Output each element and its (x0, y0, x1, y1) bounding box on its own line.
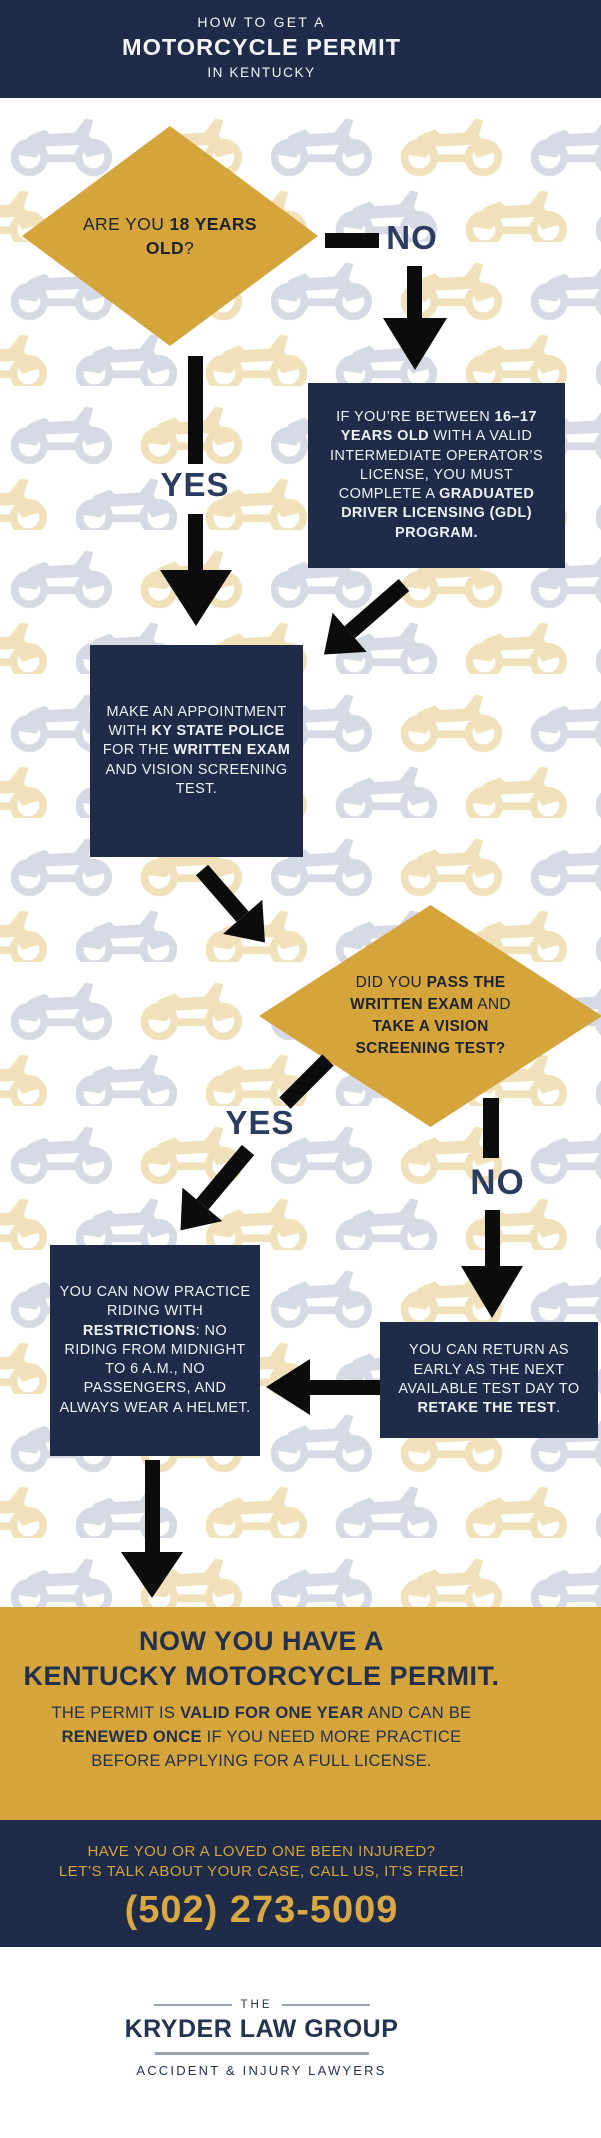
logo-left-line (153, 2004, 232, 2006)
result-title-line1: NOW YOU HAVE A (138, 1626, 385, 1656)
box-gdl-text: IF YOU’RE BETWEEN 16–17 YEARS OLD WITH A… (329, 409, 544, 541)
box-gdl-program: IF YOU’RE BETWEEN 16–17 YEARS OLD WITH A… (308, 383, 565, 568)
arrow-no-age-head (383, 318, 447, 370)
label-no-exam: NO (470, 1163, 525, 1202)
logo-right-line (281, 2004, 370, 2006)
logo-the: THE (240, 1999, 273, 2011)
label-yes-age: YES (160, 466, 230, 503)
arrow-yes-age-head (160, 570, 232, 626)
logo-the-row: THE (153, 1999, 370, 2011)
cta-line-1: HAVE YOU OR A LOVED ONE BEEN INJURED? (87, 1843, 436, 1860)
page-title: MOTORCYCLE PERMIT (122, 34, 401, 60)
label-no-age: NO (386, 219, 438, 256)
box-retake: YOU CAN RETURN AS EARLY AS THE NEXT AVAI… (380, 1322, 598, 1438)
connector-yes-age-bar (188, 356, 203, 464)
logo-divider (154, 2052, 369, 2055)
arrow-to-result-shaft (145, 1460, 160, 1554)
label-yes-exam: YES (225, 1104, 295, 1141)
header: HOW TO GET A MOTORCYCLE PERMIT IN KENTUC… (0, 0, 601, 98)
arrow-retake-to-restrictions-shaft (310, 1380, 380, 1395)
arrow-no-exam-shaft (485, 1210, 500, 1268)
arrow-retake-to-restrictions-head (266, 1359, 310, 1415)
result-section: NOW YOU HAVE A KENTUCKY MOTORCYCLE PERMI… (0, 1607, 601, 1820)
result-title-line2: KENTUCKY MOTORCYCLE PERMIT. (23, 1660, 500, 1691)
footer: THE KRYDER LAW GROUP ACCIDENT & INJURY L… (0, 1947, 601, 2138)
arrow-no-exam-head (461, 1266, 523, 1318)
decision-age-text: ARE YOU 18 YEARS OLD? (82, 213, 258, 259)
result-title: NOW YOU HAVE A KENTUCKY MOTORCYCLE PERMI… (0, 1624, 523, 1693)
arrow-no-age-shaft (407, 266, 422, 320)
phone-number: (502) 273-5009 (124, 1888, 399, 1931)
box-restrictions-text: YOU CAN NOW PRACTICE RIDING WITH RESTRIC… (59, 1284, 251, 1416)
box-appointment: MAKE AN APPOINTMENT WITH KY STATE POLICE… (90, 645, 303, 857)
kryder-law-group-logo: THE KRYDER LAW GROUP ACCIDENT & INJURY L… (0, 1999, 523, 2078)
connector-no-exam-bar (483, 1098, 499, 1158)
arrow-to-result-head (121, 1552, 183, 1598)
decision-exam-text: DID YOU PASS THE WRITTEN EXAM AND TAKE A… (350, 974, 511, 1057)
logo-name: KRYDER LAW GROUP (124, 2015, 399, 2043)
cta-section: HAVE YOU OR A LOVED ONE BEEN INJURED? LE… (0, 1820, 601, 1947)
box-restrictions: YOU CAN NOW PRACTICE RIDING WITH RESTRIC… (50, 1245, 260, 1456)
result-body: THE PERMIT IS VALID FOR ONE YEAR AND CAN… (51, 1704, 472, 1770)
arrow-yes-age-shaft (188, 514, 203, 572)
connector-no-age-dash (325, 233, 379, 248)
cta-line-2: LET’S TALK ABOUT YOUR CASE, CALL US, IT’… (58, 1863, 465, 1881)
box-appointment-text: MAKE AN APPOINTMENT WITH KY STATE POLICE… (102, 703, 291, 797)
header-eyebrow: HOW TO GET A (197, 14, 326, 30)
logo-tagline: ACCIDENT & INJURY LAWYERS (136, 2062, 387, 2078)
box-retake-text: YOU CAN RETURN AS EARLY AS THE NEXT AVAI… (398, 1342, 580, 1417)
header-subtitle: IN KENTUCKY (207, 65, 316, 80)
